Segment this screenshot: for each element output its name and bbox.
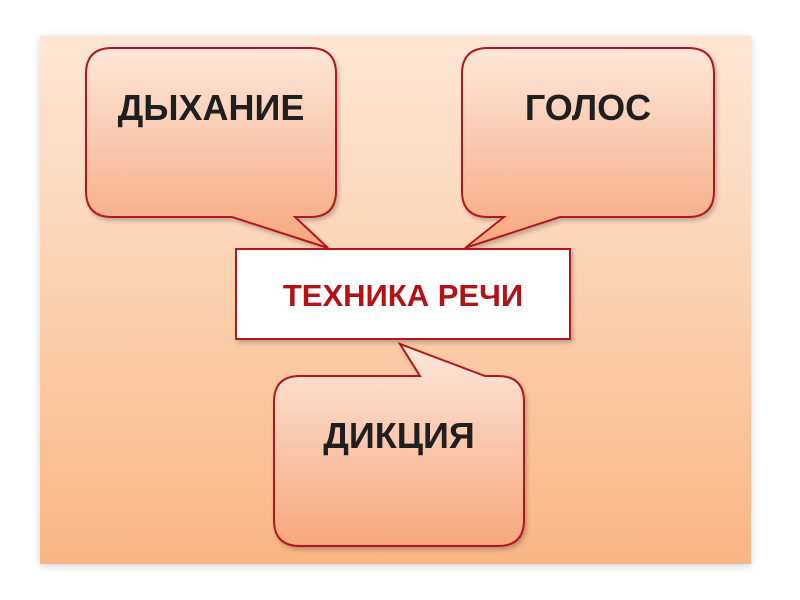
callout-bubble-breath	[85, 47, 337, 249]
callout-label-breath: ДЫХАНИЕ	[117, 87, 305, 128]
callout-bubble-diction	[273, 342, 525, 547]
callout-label-voice: ГОЛОС	[524, 87, 652, 128]
center-label: ТЕХНИКА РЕЧИ	[282, 278, 524, 313]
callout-bubble-voice	[461, 47, 715, 249]
callout-label-diction: ДИКЦИЯ	[323, 415, 475, 456]
center-box	[235, 248, 571, 340]
